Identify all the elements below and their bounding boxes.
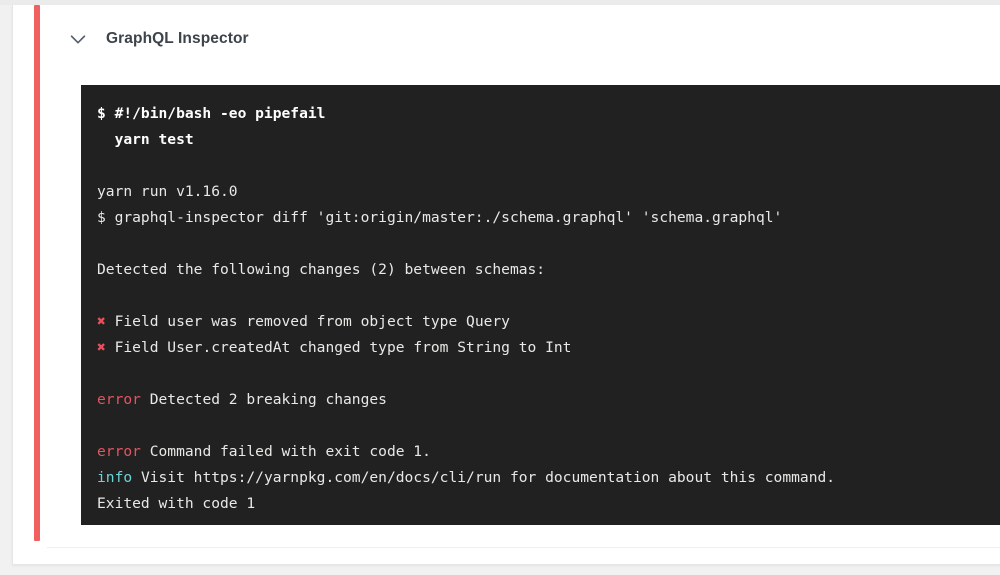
terminal-line: yarn run v1.16.0 <box>97 183 238 200</box>
terminal-line-text: Command failed with exit code 1. <box>140 443 431 460</box>
terminal-line: $ graphql-inspector diff 'git:origin/mas… <box>97 209 783 226</box>
terminal-line-error: error Command failed with exit code 1. <box>97 439 1000 465</box>
page-top-strip <box>0 0 1000 5</box>
info-label: info <box>97 469 133 486</box>
fail-marker-icon: ✖ <box>97 339 106 356</box>
terminal-line-blank <box>97 231 1000 257</box>
terminal-line-breaking-change: ✖ Field user was removed from object typ… <box>97 309 1000 335</box>
error-label: error <box>97 391 141 408</box>
terminal-line-text: Visit https://yarnpkg.com/en/docs/cli/ru… <box>132 469 836 486</box>
chevron-down-icon[interactable] <box>67 28 89 50</box>
terminal-line-blank <box>97 153 1000 179</box>
terminal-output[interactable]: $ #!/bin/bash -eo pipefail yarn test yar… <box>81 85 1000 525</box>
terminal-line-error: error Detected 2 breaking changes <box>97 387 1000 413</box>
terminal-line-text: Field User.createdAt changed type from S… <box>105 339 572 356</box>
terminal-line-text: Field user was removed from object type … <box>105 313 510 330</box>
fail-marker-icon: ✖ <box>97 313 106 330</box>
terminal-line: $ #!/bin/bash -eo pipefail <box>97 105 326 122</box>
check-result-card: GraphQL Inspector $ #!/bin/bash -eo pipe… <box>12 5 1000 565</box>
terminal-line: Detected the following changes (2) betwe… <box>97 261 546 278</box>
terminal-line-info: info Visit https://yarnpkg.com/en/docs/c… <box>97 465 1000 491</box>
terminal-line-text: Detected 2 breaking changes <box>140 391 387 408</box>
page-title: GraphQL Inspector <box>106 30 249 47</box>
card-footer-divider <box>47 547 1000 548</box>
terminal-line: yarn test <box>97 131 194 148</box>
check-header[interactable]: GraphQL Inspector <box>47 5 1000 73</box>
terminal-line-exit-status: Exited with code 1 <box>97 495 256 512</box>
terminal-line-breaking-change: ✖ Field User.createdAt changed type from… <box>97 335 1000 361</box>
terminal-line-blank <box>97 283 1000 309</box>
status-accent-rail <box>34 5 40 541</box>
terminal-line-blank <box>97 361 1000 387</box>
error-label: error <box>97 443 141 460</box>
terminal-line-blank <box>97 413 1000 439</box>
